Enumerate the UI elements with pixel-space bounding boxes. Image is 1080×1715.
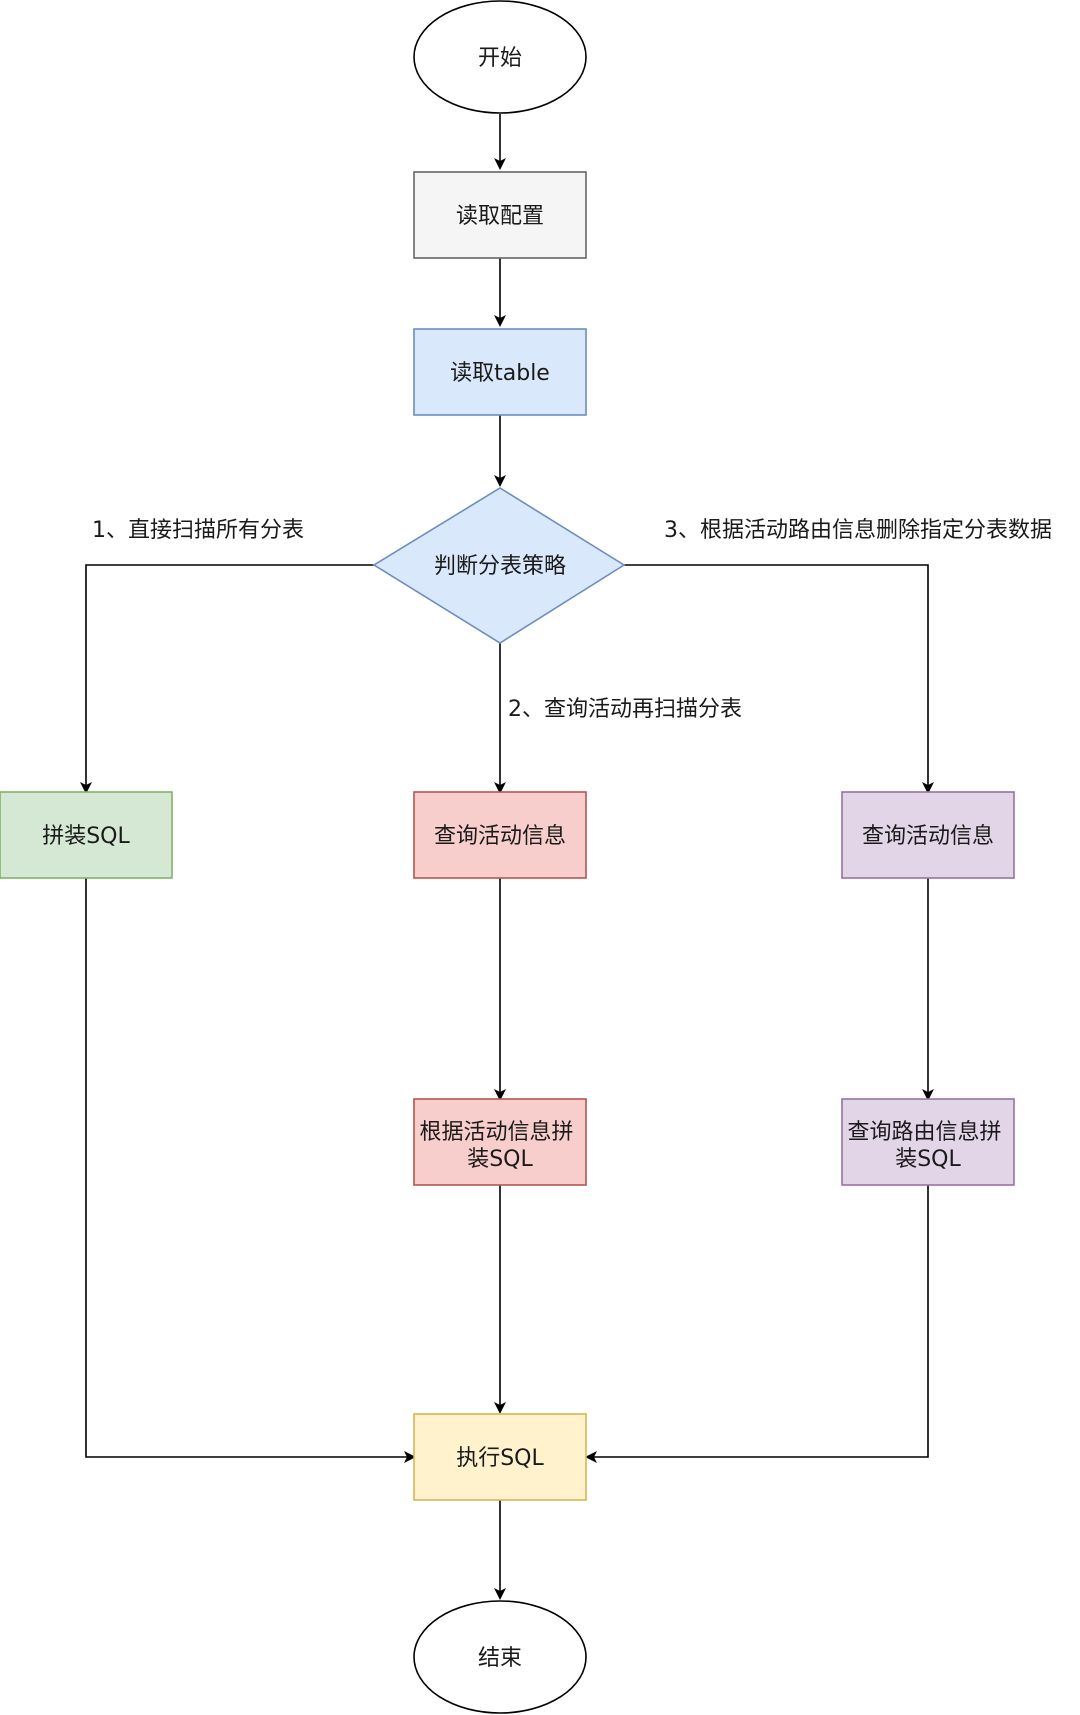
right-build-label: 查询路由信息拼 装SQL: [847, 1120, 1008, 1172]
mid-build-node: 根据活动信息拼 装SQL: [413, 1098, 587, 1186]
start-label: 开始: [478, 46, 522, 71]
execute-node: 执行SQL: [413, 1413, 587, 1501]
left-build-label: 拼装SQL: [42, 824, 130, 849]
branch-3-label: 3、根据活动路由信息删除指定分表数据: [664, 518, 1052, 543]
read-table-box: [413, 328, 587, 416]
mid-build-box: [413, 1098, 587, 1186]
branch-2-label: 2、查询活动再扫描分表: [508, 697, 742, 722]
mid-query-label: 查询活动信息: [434, 824, 566, 849]
right-build-box: [841, 1098, 1015, 1186]
read-config-box: [413, 171, 587, 259]
read-table-node: 读取table: [413, 328, 587, 416]
decision-diamond: [372, 487, 626, 644]
right-build-node: 查询路由信息拼 装SQL: [841, 1098, 1015, 1186]
end-label: 结束: [478, 1646, 522, 1671]
right-build-label-line-2: 装SQL: [895, 1147, 961, 1172]
edge-left-build-to-execute: [85, 878, 416, 1463]
execute-box: [413, 1413, 587, 1501]
mid-build-label-line-2: 装SQL: [467, 1147, 533, 1172]
end-ellipse: [413, 1600, 587, 1714]
read-config-node: 读取配置: [413, 171, 587, 259]
mid-build-label: 根据活动信息拼 装SQL: [419, 1120, 580, 1172]
mid-query-node: 查询活动信息: [413, 791, 587, 879]
decision-label: 判断分表策略: [434, 554, 566, 579]
left-build-box: [0, 791, 173, 879]
execute-label: 执行SQL: [456, 1446, 544, 1471]
branch-1-label: 1、直接扫描所有分表: [92, 518, 304, 543]
end-node: 结束: [413, 1600, 587, 1714]
right-query-label: 查询活动信息: [862, 824, 994, 849]
read-table-label: 读取table: [450, 361, 550, 386]
start-ellipse: [413, 0, 587, 114]
edge-decision-to-right-query: [624, 564, 934, 794]
mid-query-box: [413, 791, 587, 879]
left-build-node: 拼装SQL: [0, 791, 173, 879]
start-node: 开始: [413, 0, 587, 114]
decision-node: 判断分表策略: [372, 487, 626, 644]
right-query-node: 查询活动信息: [841, 791, 1015, 879]
read-config-label: 读取配置: [456, 204, 544, 229]
edges: [80, 114, 934, 1600]
edge-right-build-to-execute: [585, 1185, 929, 1463]
right-query-box: [841, 791, 1015, 879]
edge-decision-to-left-build: [80, 564, 374, 794]
right-build-label-line-1: 查询路由信息拼: [847, 1120, 1001, 1145]
mid-build-label-line-1: 根据活动信息拼: [419, 1120, 573, 1145]
